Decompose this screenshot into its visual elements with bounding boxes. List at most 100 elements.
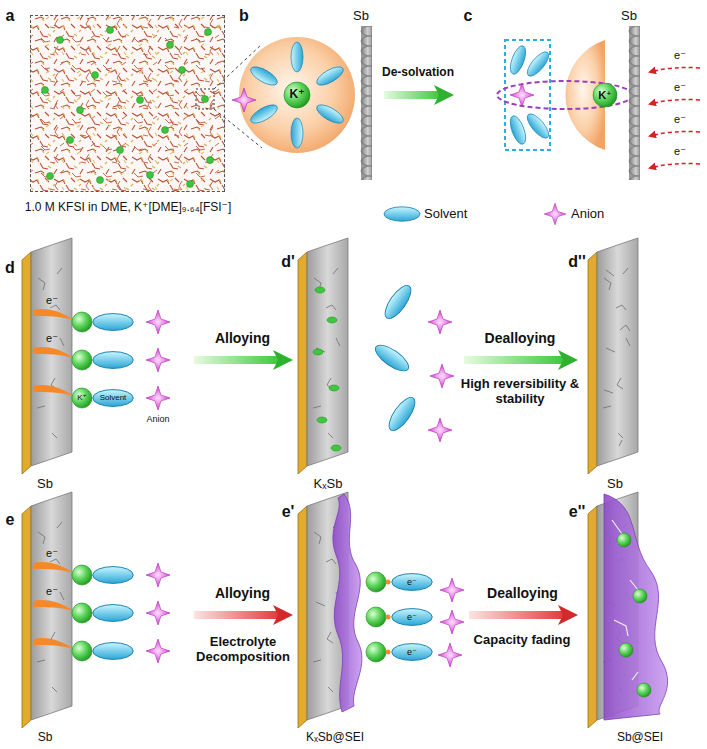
sei-layer [333,494,362,712]
electron-label: e⁻ [407,577,417,587]
electron-label: e⁻ [46,332,58,345]
anion-label: Anion [146,414,169,424]
anion [232,88,256,112]
electron-label: e⁻ [46,294,58,307]
legend-label: Anion [571,207,604,222]
panel-letter: a [6,7,15,25]
solvent-molecule [248,63,280,88]
electron-flow [650,68,700,169]
panel-letter: b [239,7,249,25]
electron-label: e⁻ [46,585,58,598]
anion [510,83,534,107]
electron-label: e⁻ [674,49,686,62]
panel-letter: e'' [569,503,586,521]
md-molecules [30,15,225,192]
potassium-ion [72,350,92,370]
panel-letter: d'' [568,253,585,271]
potassium-ions [42,27,214,188]
md-ground [30,15,225,192]
kxsb-electrode [298,238,348,474]
row-e-prime [298,492,464,728]
anion [146,639,170,663]
electron-flame [33,562,73,573]
process-arrow [469,611,564,619]
simulation-box: 1.0 M KFSI in DME, K⁺[DME]₉.₆₄[FSI⁻] [30,15,225,192]
potassium-ion [72,388,92,408]
electron-label: e⁻ [46,547,58,560]
solvent-label: Solvent [100,393,127,402]
anion [430,364,454,388]
anion [146,310,170,334]
node-label: Sb [37,477,53,492]
process-arrow [464,356,564,364]
edge-label: Dealloying [487,585,558,601]
panel-letter: c [464,7,473,25]
solvent-molecule [93,643,134,660]
solvent-molecule [392,609,433,626]
solvation-sheath [232,26,372,180]
anion [146,348,170,372]
solvent-molecule [392,574,433,591]
row-e [22,492,170,728]
electrode-panel: KₓSb [295,236,460,492]
node-label: KₓSb@SEI [306,731,364,745]
panel-letter: e [6,511,15,529]
electrode-panel: Sb [18,236,190,492]
process-note: Electrolyte Decomposition [191,635,296,665]
electron-label: e⁻ [407,612,417,622]
electron-label: e⁻ [674,113,686,126]
potassium-ion [72,603,92,623]
desolvation-panel: K⁺ Sb [456,4,704,188]
electrode-panel: Sb [580,236,702,492]
electrode-panel: KₓSb@SEI [295,494,465,746]
anion [146,601,170,625]
electrode-panel: Sb@SEI [580,494,702,746]
node-label: 1.0 M KFSI in DME, K⁺[DME]₉.₆₄[FSI⁻] [25,201,232,215]
electron-flame [33,600,73,611]
potassium-ion [366,572,386,592]
anion [146,386,170,410]
row-e-double-prime [588,492,668,728]
anion [440,578,464,602]
solvent-molecule [93,390,134,407]
anion [440,610,464,634]
potassium-ion [72,641,92,661]
potassium-ion [72,312,92,332]
solvent-molecule [524,49,552,80]
panel-letter: e' [282,503,295,521]
legend-solvent-sample [384,207,420,221]
electron-flame [33,385,73,396]
row-d [22,238,170,474]
electron-flame [33,347,73,358]
edge-label: De-solvation [382,66,454,80]
ion-pair-ring [497,81,633,109]
potassium-ion [284,82,310,108]
node-label: KₓSb [314,477,343,492]
node-label: Sb [353,9,369,24]
process-arrow [194,356,279,364]
electron-label: e⁻ [674,81,686,94]
inserted-potassium [313,287,341,451]
edge-label: Alloying [215,585,270,601]
potassium-ion [72,565,92,585]
solvent-molecule [314,63,346,88]
sei-layer [604,494,668,720]
node-label: Sb [38,731,53,745]
solvent-molecule [248,101,280,126]
sb-electrode [618,26,640,180]
sb-electrode [588,238,638,474]
process-note: High reversibility & stability [458,377,583,407]
electrode-panel: Sb [18,494,190,746]
solvent-molecule [380,282,415,323]
solvent-molecule [93,352,134,369]
node-label: Sb [621,9,637,24]
trapped-potassium [617,533,651,697]
node-label: K⁺ [598,89,612,102]
solvent-molecule [93,567,134,584]
node-label: K⁺ [290,88,305,102]
legend-anion-sample [544,203,566,225]
solvent-molecule [291,42,303,72]
electron-label: e⁻ [407,647,417,657]
